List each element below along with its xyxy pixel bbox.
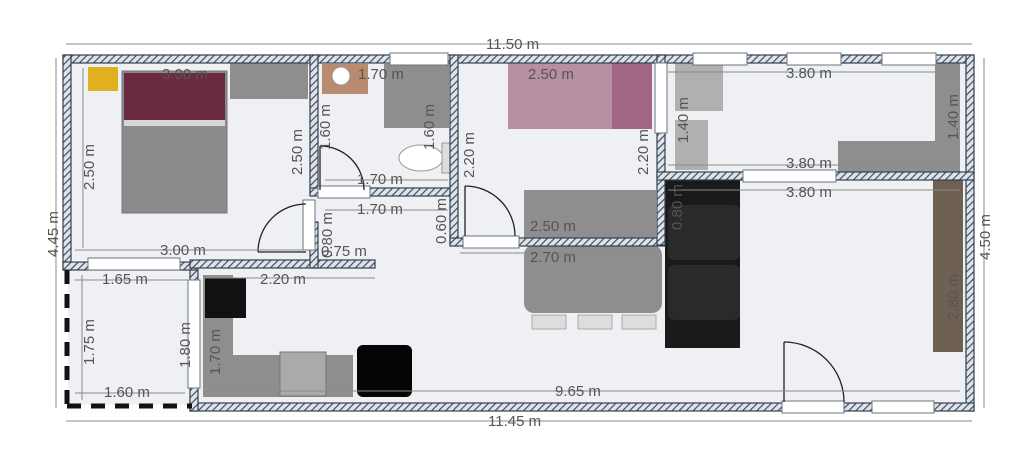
kitchen-counter-bottom (203, 355, 353, 397)
cooktop (205, 278, 246, 318)
right-room-height-b-label: 1.40 m (945, 94, 962, 140)
toilet-yellow-item (88, 67, 118, 91)
bath-width-label: 1.70 m (358, 66, 404, 83)
bath-shower (384, 64, 449, 128)
bedroom2-height-label: 2.20 m (461, 132, 478, 178)
storage-height-left-label: 1.75 m (81, 319, 98, 365)
hall-small-label: 0.75 m (321, 243, 367, 260)
windows (87, 52, 937, 414)
hall-door-label: 0.80 m (319, 212, 336, 258)
dining-chair-3 (621, 314, 657, 330)
storage-width-top-label: 1.65 m (102, 271, 148, 288)
bedroom2-bed-end (612, 63, 652, 129)
bedroom1-top-label: 3.00 m (162, 66, 208, 83)
overall-right-height: 4.50 m (977, 214, 994, 260)
bedroom2-top-label: 2.50 m (528, 66, 574, 83)
kitchen-width-label: 2.20 m (260, 271, 306, 288)
right-room-cabinet-2 (675, 120, 708, 170)
bedroom1-height-right: 2.50 m (289, 129, 306, 175)
right-room-cabinet (675, 63, 723, 111)
bedroom1-width-label: 3.00 m (160, 242, 206, 259)
tall-wardrobe (933, 180, 963, 352)
bedroom1-wardrobe (230, 62, 308, 99)
bedroom2-bed (508, 63, 618, 129)
sofa-seat-1 (668, 205, 740, 260)
right-room-mid-label: 3.80 m (786, 155, 832, 172)
overall-top-width: 11.50 m (486, 36, 539, 53)
dimension-labels: 11.50 m 11.45 m 4.45 m 4.50 m 3.00 m 3.0… (45, 36, 994, 430)
bedroom2-side-door-label: 0.60 m (433, 198, 450, 244)
right-room-top-label: 3.80 m (786, 65, 832, 82)
bedroom2-bottom-label: 2.50 m (530, 218, 576, 235)
bath-height-right: 1.60 m (421, 104, 438, 150)
bath-sink-bowl (331, 66, 351, 86)
hall-width-label: 1.70 m (357, 201, 403, 218)
bedroom1-height-left: 2.50 m (81, 144, 98, 190)
bed-cover (124, 73, 225, 120)
storage-dashed-outline (64, 270, 192, 409)
wardrobe-height-label: 2.80 m (945, 274, 962, 320)
bed-pillow (124, 120, 225, 126)
dining-chair-1 (531, 314, 567, 330)
living-door-label: 0.80 m (669, 184, 686, 230)
living-bottom-label: 9.65 m (555, 383, 601, 400)
right-room-bottom-label: 3.80 m (786, 184, 832, 201)
sofa-seat-2 (668, 265, 740, 320)
right-room-height-label: 1.40 m (675, 97, 692, 143)
overall-bottom-width: 11.45 m (488, 413, 541, 430)
toilet-tank (441, 142, 451, 174)
storage-width-bottom-label: 1.60 m (104, 384, 150, 401)
dining-chair-2 (577, 314, 613, 330)
bath-height-left: 1.60 m (317, 104, 334, 150)
dining-table (524, 245, 662, 313)
dimension-lines (55, 43, 985, 422)
bedroom2-cabinet (524, 190, 656, 238)
right-room-desk (838, 141, 938, 174)
kitchen-fridge (357, 345, 412, 397)
storage-height-right-label: 1.80 m (177, 322, 194, 368)
right-room-shelf (935, 63, 960, 173)
bedroom2-height-right-label: 2.20 m (635, 129, 652, 175)
kitchen-height-label: 1.70 m (207, 329, 224, 375)
dining-top-label: 2.70 m (530, 249, 576, 266)
overall-left-height: 4.45 m (45, 211, 62, 257)
kitchen-sink (279, 351, 327, 397)
bath-width-bottom-label: 1.70 m (357, 171, 403, 188)
furniture (88, 62, 963, 397)
